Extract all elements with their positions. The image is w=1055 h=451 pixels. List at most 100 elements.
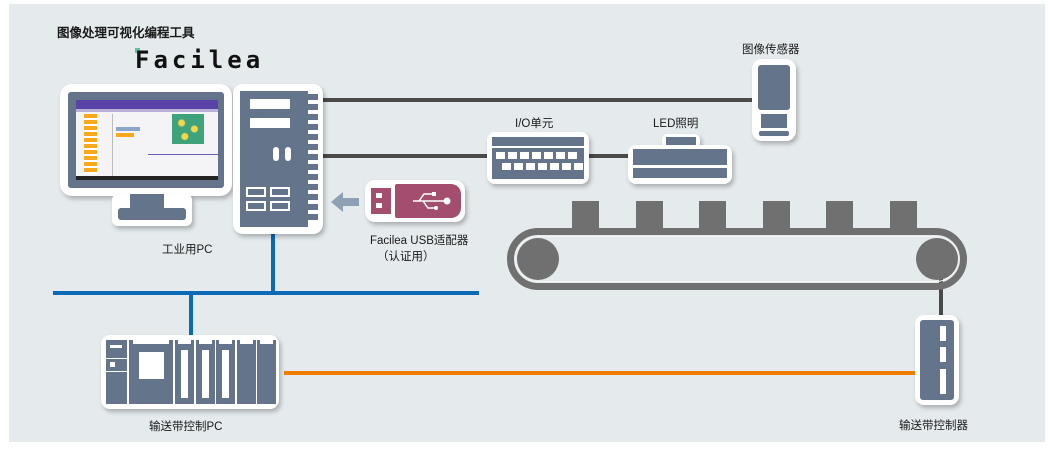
conveyor-item <box>635 201 663 228</box>
io-unit-body <box>492 137 584 179</box>
sensor-base <box>759 131 789 136</box>
network-drop-conveyor-pc <box>189 291 193 341</box>
industrial-pc-label: 工业用PC <box>162 244 213 256</box>
plc-terminal-strip <box>181 350 188 398</box>
usb-port <box>270 201 290 211</box>
plug-pin <box>376 203 382 208</box>
controller-indicator <box>940 347 946 362</box>
conveyor-item <box>826 201 853 228</box>
conveyor-control-pc-label: 输送带控制PC <box>149 421 223 433</box>
cable-io-to-led <box>589 154 634 158</box>
plc-terminal-strip <box>201 350 209 398</box>
conveyor-item <box>572 201 599 228</box>
arrow-left-icon <box>331 192 343 212</box>
plc-io-module <box>257 340 276 404</box>
logo-accent-square <box>135 48 140 53</box>
conveyor-item <box>762 201 790 228</box>
stand-neck <box>130 194 164 208</box>
conveyor-controller-label: 输送带控制器 <box>899 420 968 432</box>
block-item <box>116 127 140 131</box>
plc-power-module <box>106 340 127 404</box>
roller-left <box>517 238 559 280</box>
result-table-header <box>148 154 218 155</box>
diagram-canvas: 图像处理可视化编程工具 Facilea <box>9 4 1045 442</box>
belt-inner-edge <box>515 236 959 282</box>
tower-body <box>240 91 308 227</box>
io-terminals-row2 <box>502 163 584 170</box>
conveyor-item <box>889 201 917 228</box>
led-light[interactable] <box>628 134 732 184</box>
roller-right <box>916 238 958 280</box>
logo-text: Facilea <box>135 46 265 74</box>
industrial-pc[interactable] <box>60 84 232 236</box>
plc-io-module <box>236 340 256 404</box>
taskbar <box>76 176 218 180</box>
plc-terminal-strip <box>222 350 229 398</box>
led-mount-body <box>666 137 696 148</box>
network-bus <box>53 291 479 295</box>
monitor-bezel <box>68 92 224 188</box>
app-toolbar <box>76 109 218 112</box>
pc-tower[interactable] <box>233 84 323 234</box>
arrow-shaft <box>343 198 359 206</box>
plc-display <box>139 352 164 379</box>
io-terminals-row1 <box>496 152 578 159</box>
conveyor-item <box>699 201 726 228</box>
app-titlebar <box>76 100 218 109</box>
plug-pin <box>376 193 382 198</box>
diagram-subtitle: 图像处理可视化编程工具 <box>57 26 195 40</box>
image-sensor-label: 图像传感器 <box>742 44 800 56</box>
image-sensor[interactable] <box>752 59 796 141</box>
drive-bay <box>250 99 290 109</box>
plc-io-module <box>216 340 235 404</box>
usb-adapter[interactable] <box>365 180 465 222</box>
usb-adapter-sublabel: （认证用） <box>377 251 435 263</box>
cable-pc-to-sensor <box>319 98 759 102</box>
image-preview <box>172 114 204 144</box>
io-unit-label: I/O单元 <box>515 118 554 130</box>
plc-slot <box>198 340 212 344</box>
io-divider <box>492 146 584 148</box>
usb-plug <box>371 188 391 214</box>
led-light-label: LED照明 <box>653 118 699 130</box>
serial-port <box>273 147 279 161</box>
serial-port <box>285 147 291 161</box>
block-palette <box>84 114 97 174</box>
plc-cpu-module <box>129 340 173 404</box>
usb-body <box>395 184 461 218</box>
led-panel <box>633 149 727 165</box>
controller-indicator <box>940 326 946 341</box>
monitor-frame <box>60 84 232 196</box>
usb-port <box>246 187 266 197</box>
usb-port <box>270 187 290 197</box>
stand-base <box>118 208 186 220</box>
block-item <box>116 133 134 137</box>
plc-indicator <box>110 345 122 348</box>
plc-line <box>106 371 127 372</box>
signal-line-pc-to-controller <box>284 371 924 375</box>
plc-slot <box>178 340 191 344</box>
plc-line <box>106 358 127 359</box>
tower-vents <box>308 94 318 224</box>
drive-bay <box>250 118 290 128</box>
sensor-body <box>758 65 790 110</box>
conveyor-control-pc[interactable] <box>101 335 279 409</box>
conveyor-belt[interactable] <box>507 197 969 297</box>
usb-port <box>246 201 266 211</box>
plc-slot <box>260 340 273 344</box>
plc-slot <box>219 340 232 344</box>
led-housing <box>628 145 732 184</box>
cable-conveyor-to-controller <box>939 261 943 321</box>
monitor-stand <box>112 194 192 226</box>
controller-body <box>920 320 954 400</box>
plc-io-module <box>195 340 215 404</box>
monitor-screen <box>76 100 218 180</box>
controller-indicator <box>940 369 946 394</box>
cable-pc-to-io <box>319 154 499 158</box>
divider <box>112 114 113 176</box>
led-mount <box>662 134 700 148</box>
belt-loop <box>507 228 967 290</box>
conveyor-controller[interactable] <box>915 315 959 405</box>
usb-adapter-label: Facilea USB适配器 <box>370 235 469 247</box>
io-unit[interactable] <box>487 132 589 184</box>
